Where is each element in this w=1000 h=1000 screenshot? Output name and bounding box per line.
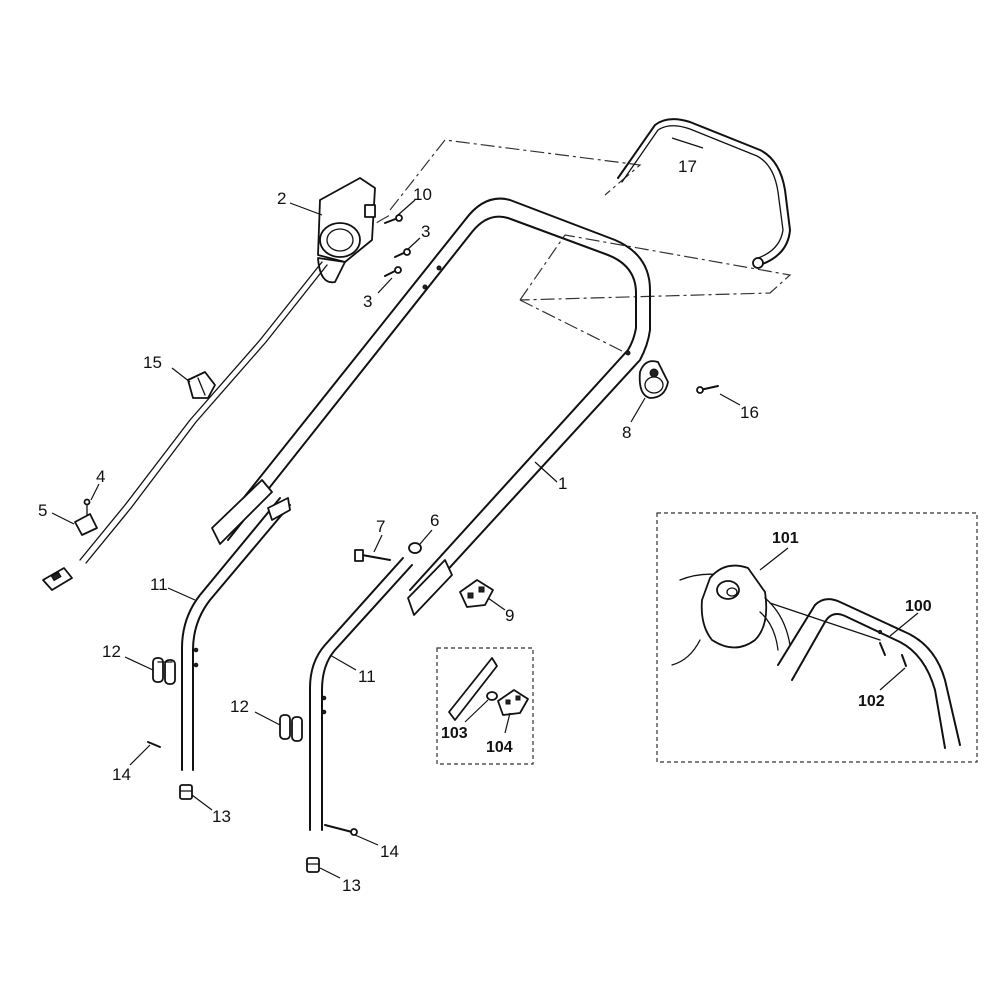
callout-5: 5	[38, 501, 47, 520]
callout-16: 16	[740, 403, 759, 422]
screws	[384, 214, 411, 277]
callout-101: 101	[772, 530, 799, 547]
callout-17: 17	[678, 157, 697, 176]
callout-11a: 11	[150, 575, 168, 594]
upper-handle	[211, 197, 651, 616]
callout-11b: 11	[358, 667, 376, 686]
bracket-9	[459, 579, 494, 608]
end-cap-13-right	[306, 857, 320, 873]
cable-17-end	[752, 257, 764, 269]
inset-box-large	[656, 512, 978, 763]
clip-12-right	[279, 714, 303, 742]
callout-2: 2	[277, 189, 286, 208]
switch-wire-2	[85, 264, 328, 564]
callout-9: 9	[505, 606, 514, 625]
screw-14-left	[147, 741, 161, 748]
washer-6	[408, 542, 422, 554]
callout-6: 6	[430, 511, 439, 530]
callout-100: 100	[905, 598, 932, 615]
inset-box-small	[436, 647, 534, 765]
callout-7: 7	[376, 517, 385, 536]
callout-12a: 12	[102, 642, 121, 661]
inset-handle	[671, 564, 961, 749]
screw-14-right	[324, 824, 353, 833]
callout-3a: 3	[421, 222, 430, 241]
screw-16-head	[696, 386, 704, 394]
cable-17-inner	[621, 125, 784, 259]
callout-1: 1	[558, 474, 567, 493]
callout-102: 102	[858, 693, 885, 710]
callout-3b: 3	[363, 292, 372, 311]
callout-4: 4	[96, 467, 105, 486]
lower-handle-right	[309, 557, 413, 831]
lower-handle-left	[181, 497, 291, 771]
part-104	[497, 689, 529, 716]
callout-13b: 13	[342, 876, 361, 895]
clip-12-left	[152, 657, 176, 685]
bolt-7-head	[354, 549, 364, 562]
callout-labels: 1 2 3 3 4 5 6 7 8 9 10 11 11 12 12 13 13…	[38, 157, 932, 895]
end-cap-13-left	[179, 784, 193, 800]
screw-14-right-head	[350, 828, 358, 836]
leader-lines	[51, 137, 919, 879]
switch-box	[317, 177, 376, 284]
callout-14a: 14	[112, 765, 131, 784]
callout-12b: 12	[230, 697, 249, 716]
lever-mount	[638, 360, 669, 399]
callout-104: 104	[486, 739, 513, 756]
part-103-washer	[486, 691, 498, 701]
callout-10: 10	[413, 185, 432, 204]
bolt-7	[361, 554, 391, 561]
part-103-plate	[448, 657, 498, 721]
alignment-lines	[354, 139, 792, 356]
clip-15-detail	[197, 377, 206, 396]
switch-wire	[79, 261, 323, 561]
callout-13a: 13	[212, 807, 231, 826]
callout-15: 15	[143, 353, 162, 372]
callout-8: 8	[622, 423, 631, 442]
connector	[42, 498, 98, 591]
cable-17	[617, 118, 791, 266]
callout-14b: 14	[380, 842, 399, 861]
callout-103: 103	[441, 725, 468, 742]
